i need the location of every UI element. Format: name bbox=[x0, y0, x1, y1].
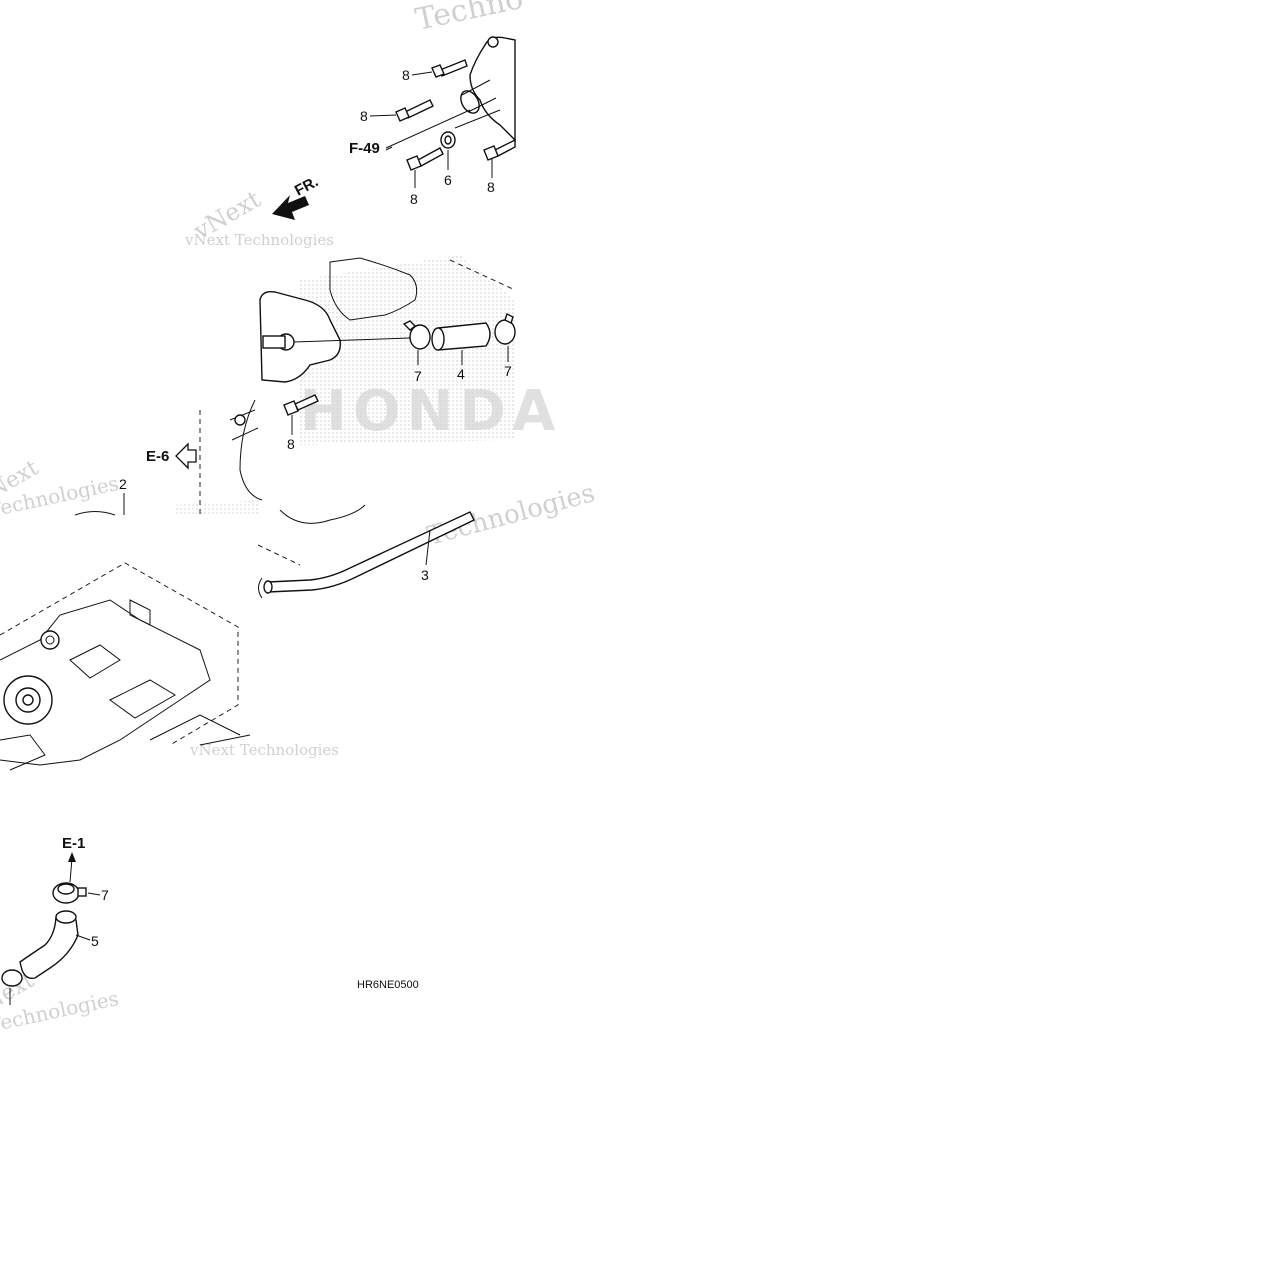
diagram-id-code: HR6NE0500 bbox=[357, 979, 419, 991]
watermark-techno-mid: Technologies bbox=[424, 478, 598, 552]
callout-2: 2 bbox=[119, 476, 127, 492]
hose-4 bbox=[431, 322, 491, 351]
watermark-vnext-top: vNext Technologies bbox=[184, 231, 334, 249]
e6-arrow bbox=[175, 442, 197, 470]
callout-8-top-b: 8 bbox=[360, 108, 368, 124]
ref-f49: F-49 bbox=[349, 140, 380, 157]
callout-3: 3 bbox=[421, 567, 429, 583]
water-pipe-3 bbox=[258, 504, 475, 599]
leader-lines bbox=[9, 71, 509, 1005]
callout-6: 6 bbox=[444, 172, 452, 188]
engine-block-group bbox=[0, 562, 251, 771]
bolt-8e bbox=[483, 138, 516, 161]
watermark-brand: HONDA bbox=[300, 379, 561, 444]
ref-e6: E-6 bbox=[146, 448, 169, 465]
reference-labels: F-49 E-6 E-1 bbox=[62, 140, 393, 852]
clamp-7c bbox=[52, 882, 87, 904]
shading-patches bbox=[175, 255, 515, 515]
watermarks: Techno vNext Technologies vNext Technolo… bbox=[0, 0, 598, 1037]
thermostat-housing-group bbox=[385, 36, 516, 171]
callout-7-b: 7 bbox=[504, 363, 512, 379]
hose-2-fragment bbox=[74, 511, 116, 516]
callout-8-mid: 8 bbox=[287, 436, 295, 452]
callout-8-top-d: 8 bbox=[487, 179, 495, 195]
watermark-vnext-bottom: vNext Technologies bbox=[189, 741, 339, 759]
callout-7-c: 7 bbox=[101, 887, 109, 903]
front-direction-arrow: FR. bbox=[272, 173, 321, 220]
ref-e1: E-1 bbox=[62, 835, 85, 852]
bolt-8d bbox=[283, 394, 319, 416]
callout-8-top-a: 8 bbox=[402, 67, 410, 83]
callout-4: 4 bbox=[457, 366, 465, 382]
clamp-lower bbox=[1, 969, 23, 987]
pump-cover-group bbox=[199, 257, 516, 566]
bolt-8c bbox=[406, 147, 444, 171]
callout-5: 5 bbox=[91, 933, 99, 949]
watermark-techno: Techno bbox=[412, 0, 526, 38]
washer-6 bbox=[440, 131, 456, 149]
clamp-7b bbox=[494, 313, 516, 345]
bolt-8b bbox=[395, 99, 434, 122]
callout-labels: 8 8 8 8 6 8 7 4 7 2 3 7 5 bbox=[91, 67, 512, 949]
callout-8-top-c: 8 bbox=[410, 191, 418, 207]
bypass-hose-group bbox=[1, 852, 87, 987]
clamp-7a bbox=[402, 320, 431, 350]
bolt-8a bbox=[431, 59, 468, 78]
hose-5 bbox=[19, 910, 79, 980]
front-marker-label: FR. bbox=[292, 173, 321, 199]
callout-7-a: 7 bbox=[414, 368, 422, 384]
